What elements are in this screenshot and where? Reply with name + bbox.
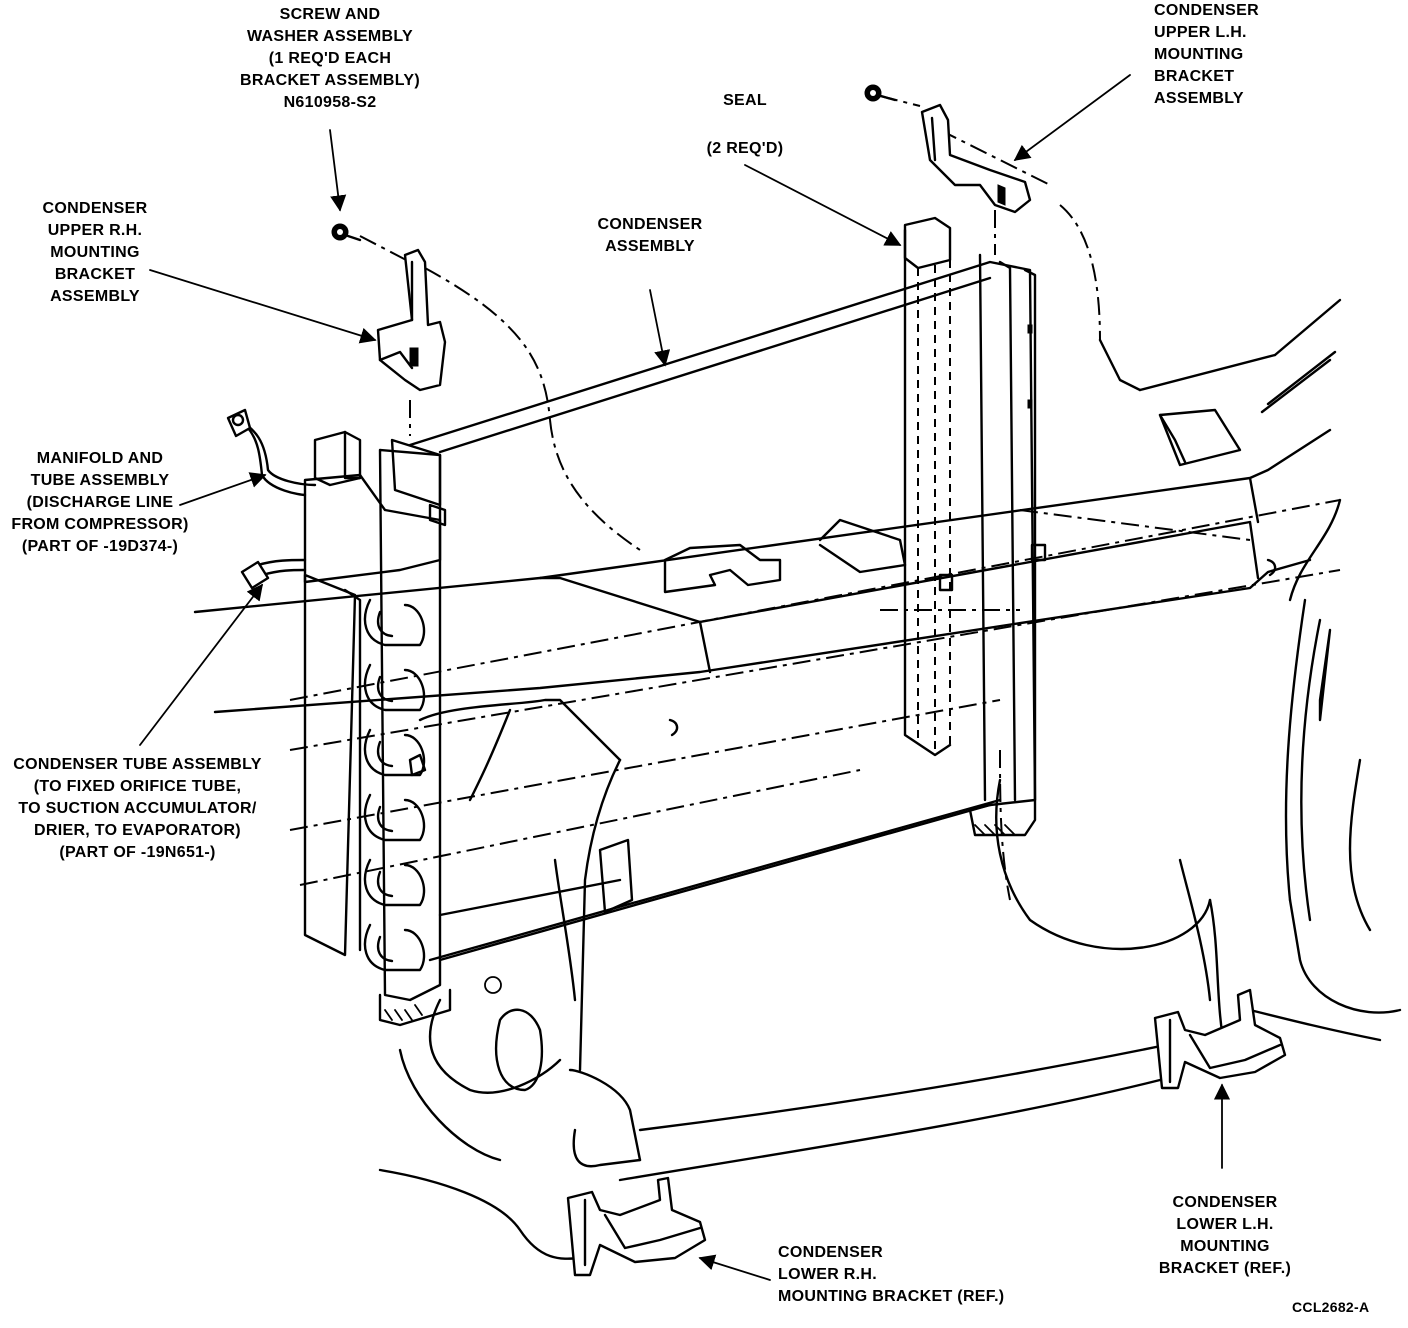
label-line: ASSEMBLY [605,238,695,255]
label-lower-rh-bracket: CONDENSER LOWER R.H. MOUNTING BRACKET (R… [778,1242,1004,1308]
label-upper-rh-bracket: CONDENSER UPPER R.H. MOUNTING BRACKET AS… [25,198,165,308]
label-line: CONDENSER [1154,2,1259,19]
phantom-lines [289,95,1341,901]
label-line: DRIER, TO EVAPORATOR) [34,822,241,839]
diagram-id-text: CCL2682-A [1292,1299,1370,1315]
condenser-body [408,253,1047,962]
label-line: (DISCHARGE LINE [26,494,174,511]
label-manifold-tube: MANIFOLD AND TUBE ASSEMBLY (DISCHARGE LI… [0,448,200,558]
label-line: N610958-S2 [283,94,377,111]
label-line: CONDENSER TUBE ASSEMBLY [13,756,262,773]
label-line: TO SUCTION ACCUMULATOR/ [18,800,257,817]
label-line: LOWER L.H. [1176,1216,1274,1233]
label-lower-lh-bracket: CONDENSER LOWER L.H. MOUNTING BRACKET (R… [1150,1192,1300,1280]
label-line: ASSEMBLY [50,288,140,305]
label-line: UPPER R.H. [47,222,143,239]
label-line: TUBE ASSEMBLY [30,472,170,489]
manifold-assembly [226,408,442,590]
label-line: MOUNTING [1180,1238,1270,1255]
label-seal-qty: (2 REQ'D) [690,138,800,160]
label-line: CONDENSER [42,200,148,217]
label-line: LOWER R.H. [778,1266,877,1283]
label-line: (1 REQ'D EACH [268,50,392,67]
label-line: MOUNTING BRACKET (REF.) [778,1288,1005,1305]
label-condenser-assembly: CONDENSER ASSEMBLY [585,214,715,258]
label-line: CONDENSER [1172,1194,1278,1211]
label-line: MOUNTING [50,244,140,261]
label-line: (TO FIXED ORIFICE TUBE, [33,778,242,795]
label-screw-washer: SCREW AND WASHER ASSEMBLY (1 REQ'D EACH … [230,4,430,114]
label-condenser-tube: CONDENSER TUBE ASSEMBLY (TO FIXED ORIFIC… [5,754,270,864]
lower-rh-bracket [566,1176,707,1277]
label-line: (2 REQ'D) [706,140,784,157]
label-line: CONDENSER [778,1244,883,1261]
screw-icons [331,84,897,242]
label-line: (PART OF -19N651-) [59,844,216,861]
upper-lh-bracket [920,103,1032,214]
label-line: BRACKET [54,266,136,283]
label-line: MOUNTING [1154,46,1244,63]
label-line: ASSEMBLY [1154,90,1244,107]
label-line: FROM COMPRESSOR) [11,516,189,533]
label-seal: SEAL [700,90,790,112]
label-line: CONDENSER [597,216,703,233]
mounting-holes [484,558,1277,994]
radiator-support [193,298,1402,1260]
lower-lh-bracket [1153,988,1287,1090]
label-line: MANIFOLD AND [36,450,164,467]
condenser-tank [303,438,452,1027]
label-line: UPPER L.H. [1154,24,1247,41]
diagram-id: CCL2682-A [1292,1296,1369,1318]
label-line: BRACKET [1154,68,1235,85]
label-line: SEAL [723,92,767,109]
leader-lines [139,74,1231,1281]
label-line: BRACKET ASSEMBLY) [240,72,420,89]
label-line: WASHER ASSEMBLY [246,28,413,45]
label-line: BRACKET (REF.) [1158,1260,1292,1277]
upper-rh-bracket [376,248,447,392]
label-upper-lh-bracket: CONDENSER UPPER L.H. MOUNTING BRACKET AS… [1154,0,1259,110]
label-line: (PART OF -19D374-) [21,538,179,555]
seal [903,216,952,757]
label-line: SCREW AND [279,6,381,23]
